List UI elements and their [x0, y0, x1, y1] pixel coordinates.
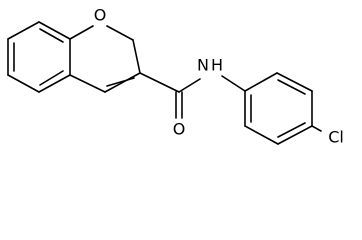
bond — [7, 21, 40, 40]
bond — [69, 74, 106, 93]
bond — [104, 72, 141, 93]
amide-hydrogen-label: H — [211, 56, 223, 75]
bond — [244, 125, 279, 145]
bond — [38, 74, 71, 93]
pyran-ring — [69, 25, 141, 93]
double-bond-inner — [277, 79, 306, 95]
double-bond-inner — [277, 122, 306, 138]
amide-nitrogen-label: N — [197, 56, 209, 75]
double-bond-inner — [106, 77, 135, 87]
double-bond-inner — [39, 28, 64, 43]
chlorine-label: Cl — [328, 128, 344, 147]
bond — [132, 39, 141, 74]
bond — [311, 125, 322, 132]
bond — [7, 74, 40, 93]
benzo-ring — [7, 21, 71, 93]
bond — [69, 25, 94, 40]
bond — [276, 72, 313, 92]
chemical-structure: O O N H Cl — [7, 6, 344, 147]
bond — [139, 72, 180, 93]
bond — [178, 78, 201, 93]
ring-oxygen-label: O — [94, 6, 107, 25]
bond — [106, 25, 134, 41]
amide-group — [139, 72, 246, 119]
chlorophenyl-ring — [244, 72, 322, 145]
bond — [221, 75, 246, 92]
carbonyl-oxygen-label: O — [173, 120, 186, 139]
bond — [38, 21, 71, 40]
bond — [244, 72, 278, 92]
bond — [277, 125, 313, 145]
double-bond-inner — [39, 70, 64, 86]
